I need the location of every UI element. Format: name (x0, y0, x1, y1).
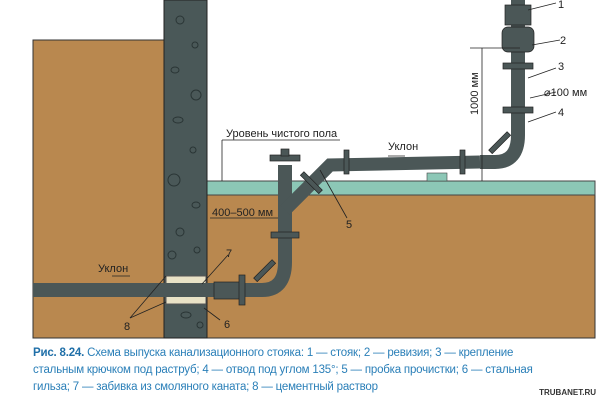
figure-number: Рис. 8.24. (33, 347, 85, 359)
callout-6: 6 (224, 319, 230, 331)
callout-2: 2 (560, 35, 566, 47)
leader-lines (112, 2, 561, 321)
pipes (33, 0, 525, 297)
distance-label: 400–500 мм (212, 207, 273, 219)
diameter-label: ⌀100 мм (544, 87, 587, 99)
callout-8: 8 (124, 321, 130, 333)
watermark-logo: TRUBANET.RU (539, 388, 596, 397)
floor-support (426, 172, 448, 182)
figure-caption: Рис. 8.24. Схема выпуска канализационног… (33, 345, 563, 396)
slope-label-lower: Уклон (98, 263, 128, 275)
slope-label-upper: Уклон (388, 141, 418, 153)
callout-4: 4 (558, 107, 564, 119)
callout-3: 3 (558, 61, 564, 73)
callout-5: 5 (346, 219, 352, 231)
wall-stones (167, 15, 204, 329)
pipe-fittings (213, 4, 535, 306)
floor-level-label: Уровень чистого пола (226, 128, 338, 140)
height-label: 1000 мм (469, 72, 481, 115)
floor-slab (206, 180, 596, 196)
caption-text: Схема выпуска канализационного стояка: 1… (33, 347, 533, 393)
callout-7: 7 (226, 248, 232, 260)
callout-1: 1 (558, 0, 564, 11)
